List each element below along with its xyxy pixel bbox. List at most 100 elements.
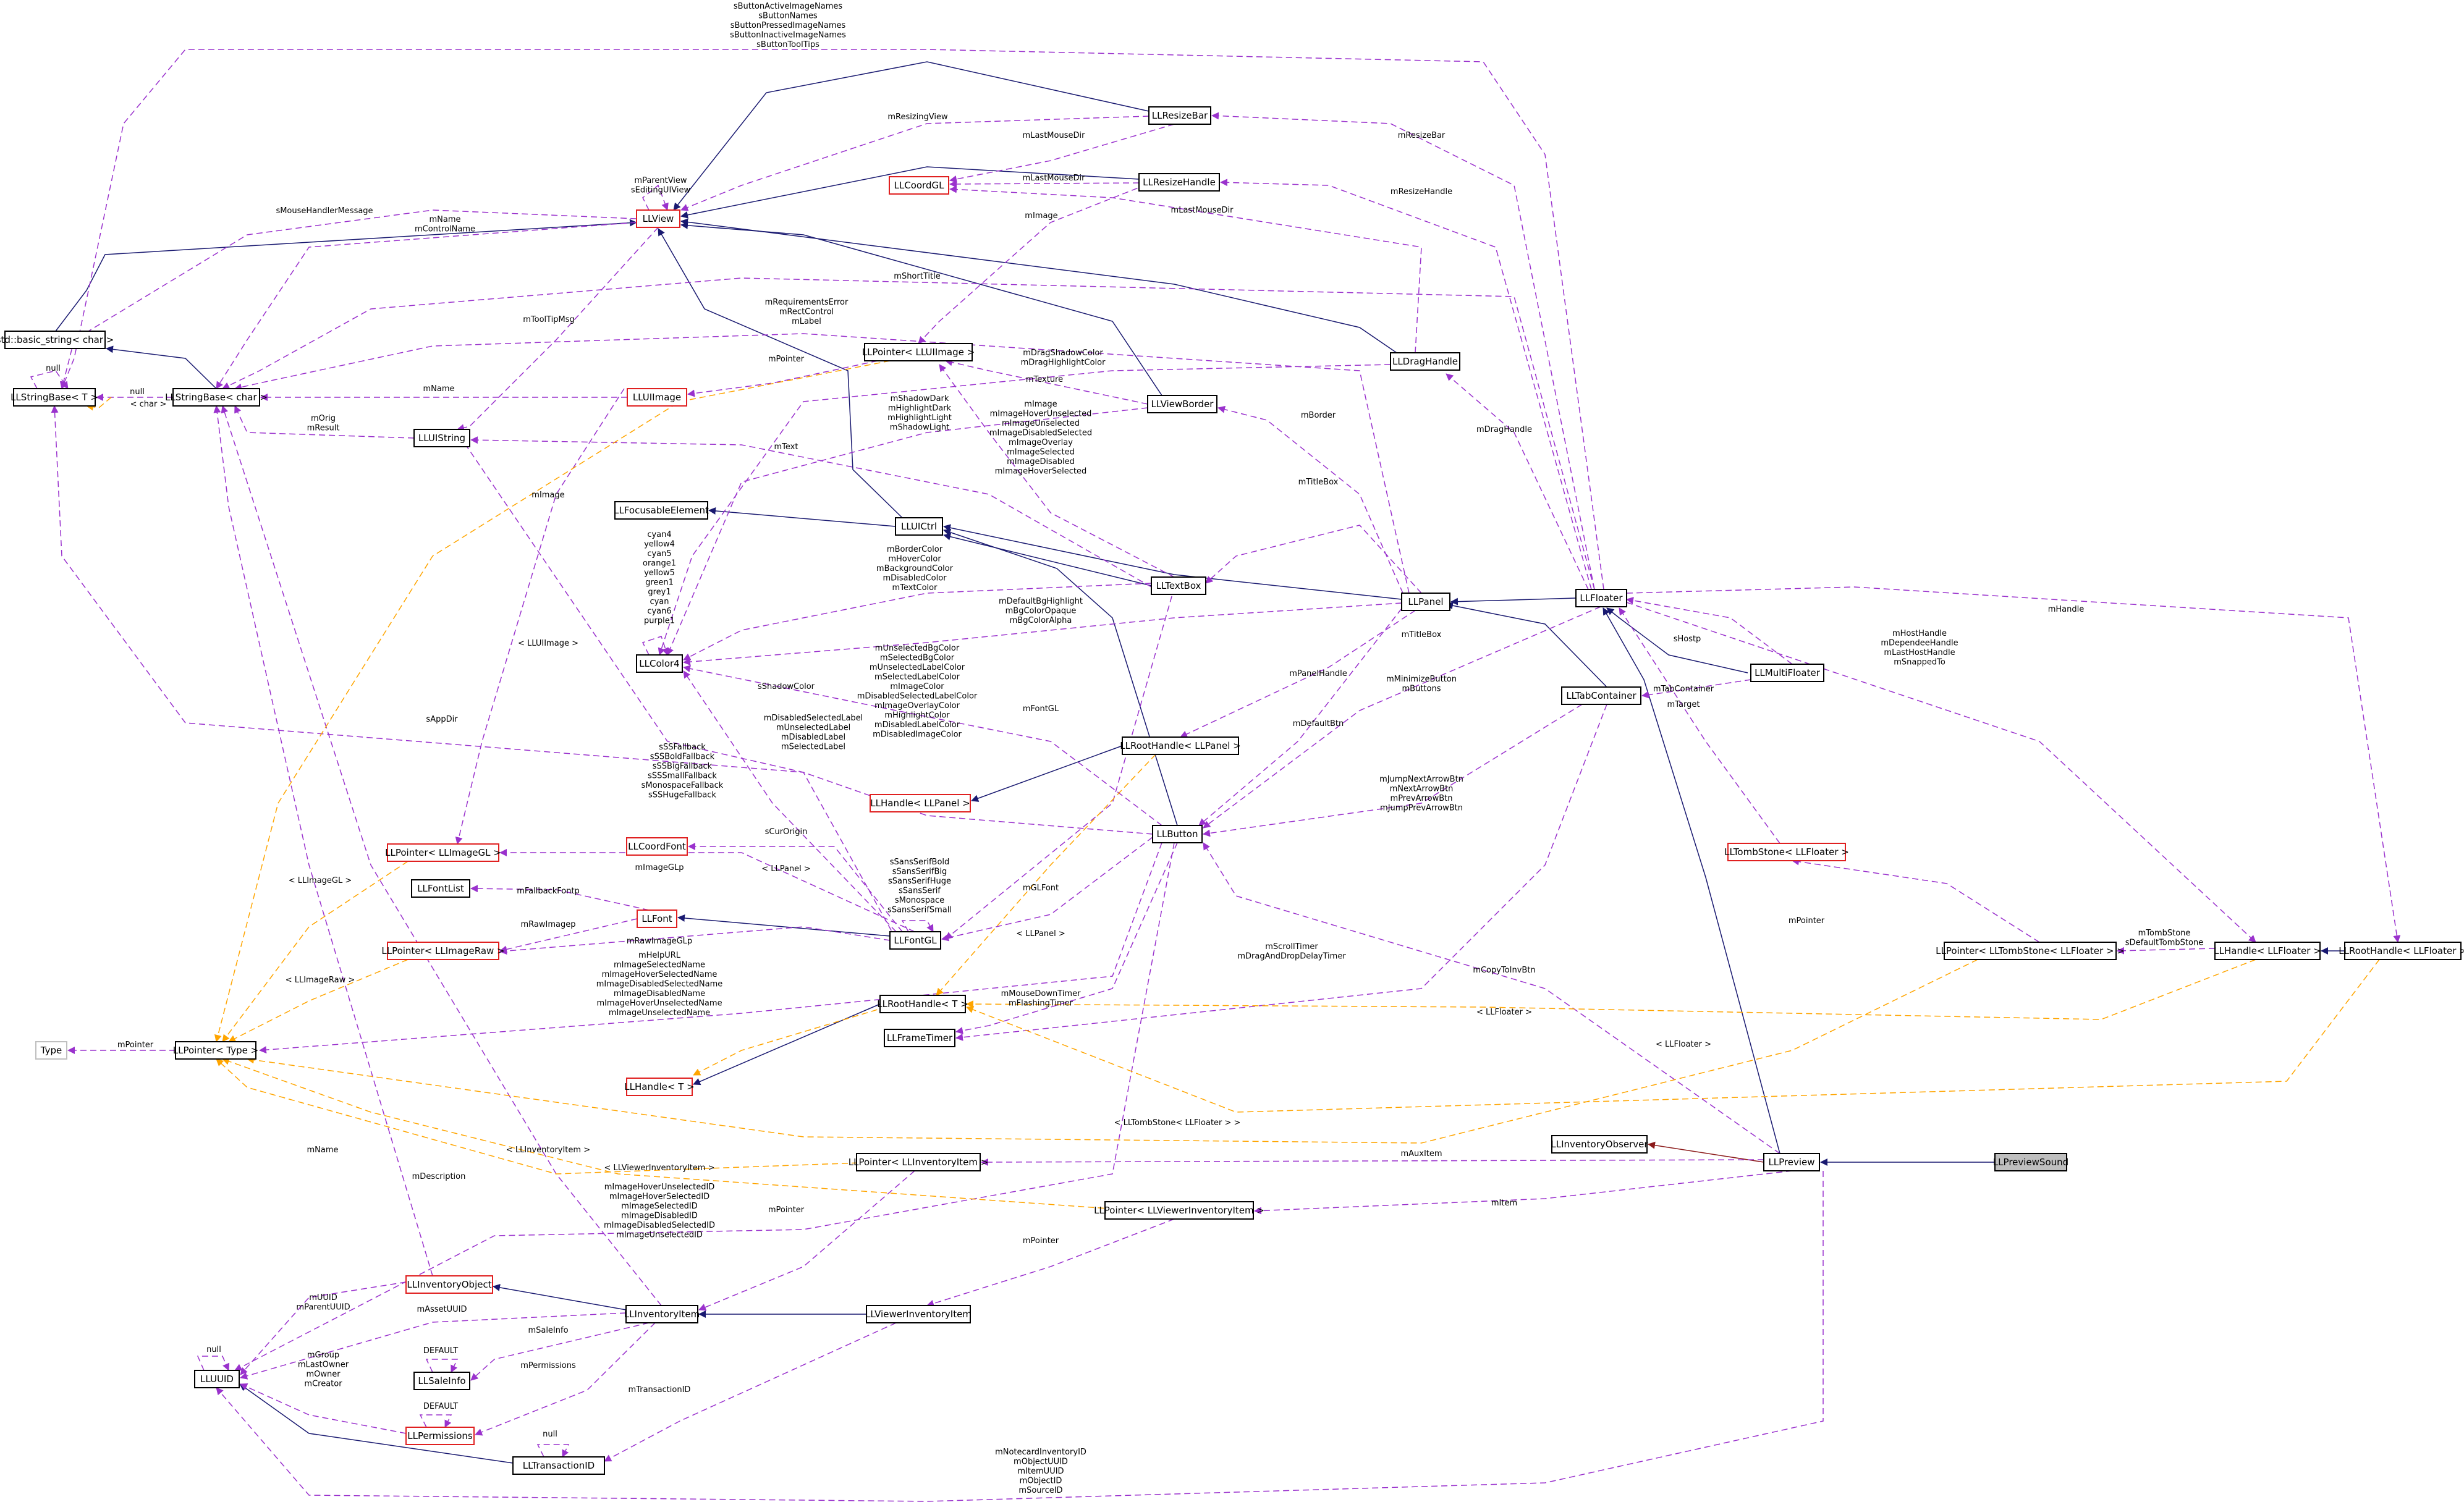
node-llstring-base-char[interactable]: LLStringBase< char > — [165, 388, 268, 407]
node-label: LLInventoryObject — [407, 1279, 491, 1290]
node-llpointer-lltomb-stone[interactable]: LLPointer< LLTombStone< LLFloater > > — [1936, 942, 2125, 960]
edge-label-m-pointer-uiimg: mPointer — [768, 355, 805, 364]
node-lltransaction-id[interactable]: LLTransactionID — [512, 1456, 605, 1475]
node-label: LLPointer< Type > — [173, 1045, 258, 1056]
node-type[interactable]: Type — [35, 1041, 67, 1060]
node-std-basic-string[interactable]: std::basic_string< char > — [0, 331, 114, 349]
node-llresize-bar[interactable]: LLResizeBar — [1148, 106, 1211, 125]
edge-mmousedowntimer — [955, 842, 1178, 1034]
edge-label-line: yellow5 — [644, 568, 675, 578]
node-llhandle-llfloater[interactable]: LLHandle< LLFloater > — [2214, 942, 2321, 960]
node-lltomb-stone-llfloater[interactable]: LLTombStone< LLFloater > — [1724, 843, 1849, 861]
edge-label-line: mPermissions — [520, 1361, 576, 1370]
node-llhandle-t[interactable]: LLHandle< T > — [624, 1078, 695, 1096]
node-llpointer-llviewer-inventory-item[interactable]: LLPointer< LLViewerInventoryItem > — [1094, 1201, 1264, 1220]
node-llcoord-font[interactable]: LLCoordFont — [626, 837, 688, 856]
node-lluistring[interactable]: LLUIString — [413, 429, 470, 447]
node-box — [870, 794, 971, 812]
node-llpanel[interactable]: LLPanel — [1401, 593, 1450, 611]
edge-label-line: mImageSelected — [1007, 448, 1075, 457]
node-llpointer-llinventory-item[interactable]: LLPointer< LLInventoryItem > — [849, 1153, 989, 1171]
node-llmulti-floater[interactable]: LLMultiFloater — [1750, 664, 1824, 682]
edge-label-m-pointer-inv: mPointer — [768, 1205, 805, 1215]
node-llresize-handle[interactable]: LLResizeHandle — [1138, 173, 1220, 192]
edge-label-line: mPanelHandle — [1289, 669, 1347, 678]
edge-label-line: mImageHoverUnselectedID — [604, 1183, 715, 1192]
node-label: LLTransactionID — [523, 1460, 595, 1471]
node-label: LLHandle< LLFloater > — [2214, 945, 2321, 956]
edge-label-line: mScrollTimer — [1265, 942, 1318, 951]
node-lldrag-handle[interactable]: LLDragHandle — [1390, 352, 1460, 371]
edge-label-line: mUnselectedBgColor — [875, 644, 960, 653]
edge-label-line: mImageSelectedName — [614, 961, 705, 970]
node-llroot-handle-llfloater[interactable]: LLRootHandle< LLFloater > — [2339, 942, 2464, 960]
node-llroot-handle-llpanel[interactable]: LLRootHandle< LLPanel > — [1120, 736, 1241, 755]
node-llfont-list[interactable]: LLFontList — [411, 879, 470, 898]
inherit-font — [677, 914, 891, 937]
node-llfloater[interactable]: LLFloater — [1575, 589, 1627, 607]
node-llroot-handle-t[interactable]: LLRootHandle< T > — [877, 995, 968, 1013]
node-llsale-info[interactable]: LLSaleInfo — [413, 1372, 470, 1390]
edge-label-ll-panel-tmpl: < LLPanel > — [761, 864, 811, 874]
node-llfont-gl[interactable]: LLFontGL — [889, 931, 941, 950]
node-lluictrl[interactable]: LLUICtrl — [895, 517, 943, 536]
edge-label-m-tab-container: mTabContainer — [1653, 685, 1714, 694]
node-lluuid[interactable]: LLUUID — [194, 1370, 240, 1388]
node-llinventory-observer[interactable]: LLInventoryObserver — [1551, 1135, 1648, 1154]
node-llcoord-gl[interactable]: LLCoordGL — [889, 176, 949, 195]
node-llfocusable-element[interactable]: LLFocusableElement — [614, 501, 709, 520]
node-llstring-base-t[interactable]: LLStringBase< T > — [11, 388, 98, 407]
edge-mlastmousedir-bar — [949, 124, 1175, 183]
edge-label-line: sButtonInactiveImageNames — [730, 31, 846, 40]
node-llpreview[interactable]: LLPreview — [1763, 1153, 1820, 1171]
node-llfont[interactable]: LLFont — [637, 909, 677, 928]
node-label: LLUUID — [200, 1373, 234, 1385]
node-llpointer-lluiimage[interactable]: LLPointer< LLUIImage > — [862, 343, 975, 361]
node-llpointer-llimage-raw[interactable]: LLPointer< LLImageRaw > — [381, 942, 505, 960]
node-llbutton[interactable]: LLButton — [1152, 825, 1203, 843]
node-llinventory-item[interactable]: LLInventoryItem — [624, 1305, 700, 1323]
edge-label-line: mHostHandle — [1892, 629, 1947, 638]
edge-label-line: < LLImageGL > — [289, 876, 352, 885]
edge-label-line: mPointer — [1023, 1236, 1059, 1246]
node-llview[interactable]: LLView — [636, 209, 680, 228]
edge-label-line: mItem — [1491, 1199, 1517, 1208]
node-box — [1138, 173, 1220, 192]
node-llviewer-inventory-item[interactable]: LLViewerInventoryItem — [865, 1305, 972, 1323]
node-lltext-box[interactable]: LLTextBox — [1151, 576, 1206, 595]
edge-mdisabledselectedlabel — [457, 432, 1153, 835]
node-box — [1750, 664, 1824, 682]
edge-label-line: mUnselectedLabel — [776, 724, 850, 733]
edge-label-line: mMouseDownTimer — [1001, 989, 1081, 998]
node-llpermissions[interactable]: LLPermissions — [405, 1427, 475, 1445]
node-llpointer-type[interactable]: LLPointer< Type > — [173, 1041, 258, 1060]
node-lluiimage[interactable]: LLUIImage — [627, 388, 687, 407]
node-llview-border[interactable]: LLViewBorder — [1147, 395, 1217, 413]
edge-mdescription — [221, 405, 662, 1306]
node-llframe-timer[interactable]: LLFrameTimer — [884, 1029, 955, 1047]
edge-label-line: sSSBoldFallback — [650, 753, 715, 762]
edge-mtombstone — [2117, 947, 2216, 955]
node-llpreview-sound[interactable]: LLPreviewSound — [1993, 1153, 2068, 1171]
edge-label-null-str-base: null — [46, 364, 61, 373]
edge-mbordercolor — [683, 583, 1152, 660]
edge-label-m-font-gl: mFontGL — [1023, 704, 1059, 714]
edge-label-line: < LLInventoryItem > — [506, 1145, 590, 1155]
node-label: LLResizeBar — [1152, 110, 1208, 121]
node-llinventory-object[interactable]: LLInventoryObject — [405, 1275, 493, 1294]
node-llpointer-llimage-gl[interactable]: LLPointer< LLImageGL > — [385, 843, 501, 862]
edge-label-line: mParentView — [634, 176, 687, 185]
inherit-basicstring-stringbase — [55, 219, 637, 332]
node-llcolor4[interactable]: LLColor4 — [636, 654, 683, 673]
node-lltab-container[interactable]: LLTabContainer — [1561, 686, 1641, 705]
node-llhandle-llpanel[interactable]: LLHandle< LLPanel > — [870, 794, 971, 812]
inherit-floater — [1602, 607, 1780, 1154]
node-box — [405, 1427, 475, 1445]
edge-mpointer-viewerinv — [926, 1218, 1175, 1307]
